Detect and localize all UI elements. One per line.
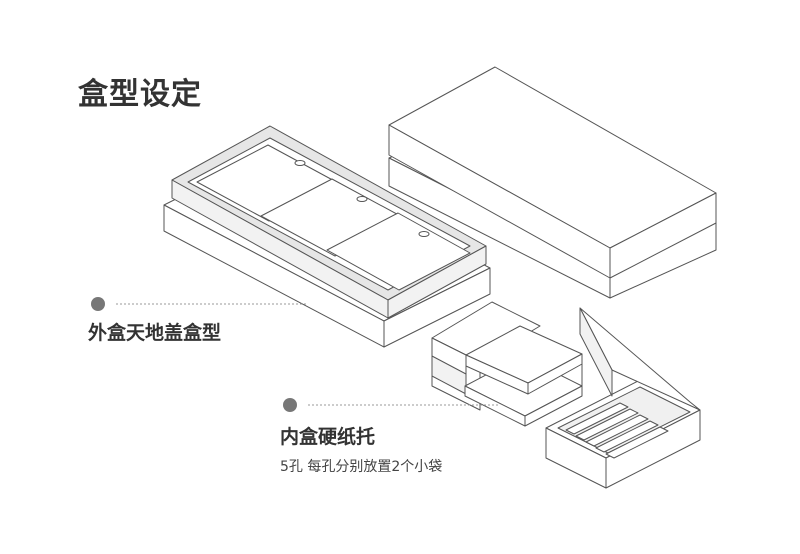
tray-compartment [326,212,471,291]
tray-slot [595,420,659,453]
callout-dot [283,398,297,412]
callout-label-inner-tray: 内盒硬纸托 [280,426,376,448]
callout-inner-tray [283,398,498,412]
callout-label-outer-box: 外盒天地盖盒型 [88,322,222,344]
callout-dot [91,297,105,311]
tray-slot [605,426,669,459]
tray-slot [585,414,649,447]
closed-box-lid [388,66,717,279]
page-title: 盒型设定 [78,77,202,112]
paper-insert-sleeve [431,301,583,427]
five-slot-tray [545,307,701,489]
outer-box-tray [171,125,487,319]
callout-outer-box [91,297,308,311]
callout-sublabel-inner-tray: 5孔 每孔分别放置2个小袋 [280,459,443,475]
tray-slot [575,408,639,441]
tray-slot [565,402,629,435]
